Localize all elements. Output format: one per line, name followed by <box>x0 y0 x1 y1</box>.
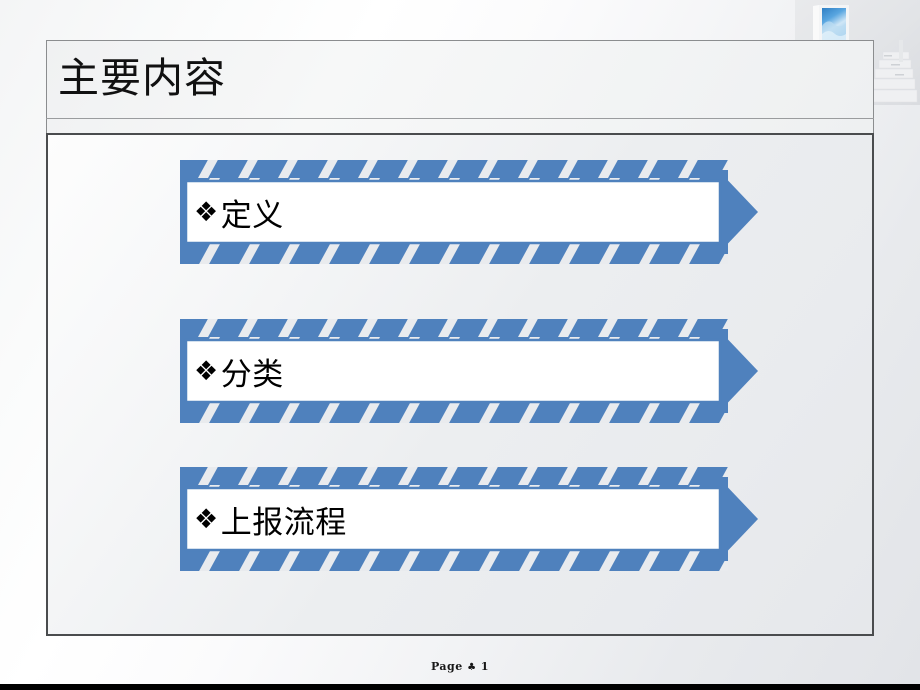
bottom-bar <box>0 684 920 690</box>
title-frame <box>46 40 874 135</box>
page-number-value: 1 <box>480 660 490 673</box>
agenda-item-1-text: 定义 <box>220 197 284 234</box>
agenda-item-3-label: ❖ 上报流程 <box>194 491 714 547</box>
agenda-item-1[interactable]: ❖ 定义 <box>180 156 758 268</box>
title-rule-thick <box>46 133 874 135</box>
page-title: 主要内容 <box>58 54 226 102</box>
page-number-footer: Page ♣ 1 <box>0 660 920 673</box>
agenda-item-2[interactable]: ❖ 分类 <box>180 315 758 427</box>
agenda-item-3[interactable]: ❖ 上报流程 <box>180 463 758 575</box>
club-icon: ♣ <box>467 662 477 673</box>
bullet-icon: ❖ <box>194 503 219 535</box>
bullet-icon: ❖ <box>194 196 219 228</box>
agenda-item-1-label: ❖ 定义 <box>194 184 714 240</box>
title-rule-thin <box>46 118 874 119</box>
agenda-item-2-label: ❖ 分类 <box>194 343 714 399</box>
bullet-icon: ❖ <box>194 355 219 387</box>
agenda-item-2-text: 分类 <box>220 356 284 393</box>
page-number-prefix: Page <box>430 660 463 673</box>
agenda-item-3-text: 上报流程 <box>220 504 347 541</box>
